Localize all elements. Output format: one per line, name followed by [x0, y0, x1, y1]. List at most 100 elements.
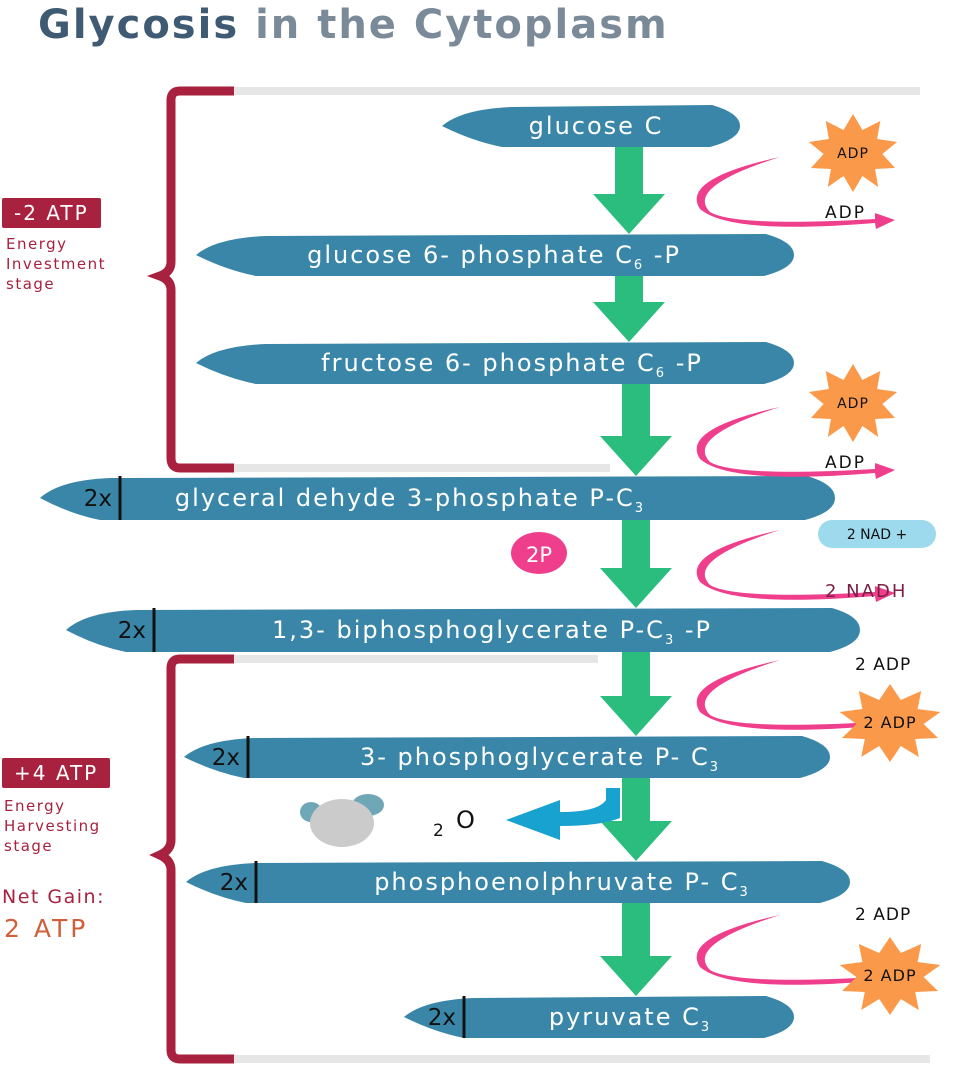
curved-arrow-icon — [696, 157, 895, 229]
burst-label: ADP — [837, 396, 869, 412]
water-molecule — [300, 794, 384, 847]
pill-label: glucose C — [529, 112, 664, 140]
down-arrow-icon — [600, 384, 672, 476]
investment-caption: Energy Investment stage — [6, 234, 106, 294]
adp-input-burst: ADP — [808, 364, 898, 442]
down-arrow-icon — [593, 276, 665, 342]
down-arrow-icon — [600, 903, 672, 996]
atp-output-burst-large: 2 ADP — [839, 937, 941, 1015]
pill-label-subscript: 3 — [710, 760, 720, 775]
caption-line: stage — [6, 275, 56, 293]
pill-label: fructose 6- phosphate C6 -P — [321, 349, 703, 381]
net-gain-value: 2 ATP — [4, 914, 89, 943]
caption-line: Investment — [6, 255, 106, 273]
pill-phosphoenolpyruvate: 2x phosphoenolphruvate P- C3 — [186, 861, 850, 903]
pill-shape — [66, 608, 860, 652]
pill-fructose-6-phosphate: fructose 6- phosphate C6 -P — [196, 342, 794, 384]
pill-label-subscript: 6 — [656, 366, 666, 381]
down-arrow-icon — [600, 520, 672, 608]
rail-top — [234, 87, 920, 95]
multiplier-label: 2x — [212, 745, 240, 771]
multiplier-label: 2x — [220, 870, 248, 896]
down-arrow-icon — [600, 652, 672, 736]
pill-shape — [196, 234, 794, 276]
harvesting-caption: Energy Harvesting stage — [4, 796, 101, 856]
caption-line: Energy — [6, 235, 68, 253]
pill-pyruvate: 2x pyruvate C3 — [404, 996, 794, 1038]
adp-input-label: 2 ADP — [855, 905, 911, 925]
rails — [234, 87, 930, 1063]
water-release-arrow-icon — [506, 788, 620, 840]
pill-label-subscript: 6 — [634, 258, 644, 273]
pill-label-main: glyceral dehyde 3-phosphate P-C — [175, 484, 635, 512]
pill-label-main: fructose 6- phosphate C — [321, 349, 656, 377]
phosphate-label: 2P — [526, 543, 552, 567]
water-subscript: 2 — [433, 821, 444, 841]
pill-shape — [40, 476, 835, 520]
pill-label: phosphoenolphruvate P- C3 — [374, 868, 750, 900]
curved-arrow-icon — [696, 407, 895, 479]
adp-input-burst: ADP — [808, 114, 898, 192]
adp-output-label: ADP — [825, 203, 866, 223]
pill-shape — [442, 105, 740, 147]
multiplier-label: 2x — [84, 486, 112, 512]
pill-glyceraldehyde-3-phosphate: 2x glyceral dehyde 3-phosphate P-C3 — [40, 476, 835, 520]
burst-label: 2 ADP — [863, 713, 916, 732]
investment-atp-badge: -2 ATP — [2, 198, 101, 228]
pill-label-suffix: -P — [644, 241, 681, 269]
caption-line: Harvesting — [4, 817, 101, 835]
caption-line: stage — [4, 837, 54, 855]
atp-output-burst-large: 2 ADP — [839, 684, 941, 762]
down-arrow-icon — [600, 778, 672, 861]
pill-shape — [184, 736, 830, 778]
pill-label-main: glucose 6- phosphate C — [307, 241, 634, 269]
caption-line: Energy — [4, 797, 66, 815]
pill-label-suffix: -P — [675, 616, 712, 644]
page-title: Glycosis in the Cytoplasm — [38, 2, 669, 48]
title-secondary: in the Cytoplasm — [255, 2, 669, 48]
investment-brace — [146, 86, 234, 473]
pill-label-main: phosphoenolphruvate P- C — [374, 868, 739, 896]
net-gain-label: Net Gain: — [2, 886, 105, 908]
pill-label-subscript: 3 — [665, 633, 675, 648]
pill-label-main: glucose C — [529, 112, 664, 140]
adp-input-label: 2 ADP — [855, 655, 911, 675]
down-arrow-icon — [593, 147, 665, 234]
pill-shape — [186, 861, 850, 903]
burst-label: ADP — [837, 146, 869, 162]
oxygen-atom-icon — [310, 799, 374, 847]
pill-label-main: 1,3- biphosphoglycerate P-C — [272, 616, 665, 644]
side-reactions: ADP ADP ADP ADP 2 NAD + 2 NADH 2P 2 ADP 2 ADP 2 A… — [300, 114, 941, 1015]
title-main: Glycosis — [38, 2, 240, 48]
nadh-output-label: 2 NADH — [825, 581, 907, 602]
pathway-arrows — [593, 147, 672, 996]
pill-label: glyceral dehyde 3-phosphate P-C3 — [175, 484, 645, 516]
pill-shape — [404, 996, 794, 1038]
pill-label-subscript: 3 — [701, 1020, 711, 1035]
pill-3-phosphoglycerate: 2x 3- phosphoglycerate P- C3 — [184, 736, 830, 778]
harvesting-brace — [149, 654, 234, 1064]
curved-arrow-icon — [696, 530, 895, 602]
pill-label-suffix: -P — [666, 349, 703, 377]
pill-label-main: 3- phosphoglycerate P- C — [360, 743, 710, 771]
pill-1-3-biphosphoglycerate: 2x 1,3- biphosphoglycerate P-C3 -P — [66, 608, 860, 652]
pill-glucose: glucose C — [442, 105, 740, 147]
burst-label: 2 ADP — [863, 966, 916, 985]
rail-mid2 — [234, 655, 598, 663]
multiplier-label: 2x — [118, 618, 146, 644]
adp-output-label: ADP — [825, 453, 866, 473]
rail-bottom — [234, 1055, 930, 1063]
pill-label-main: pyruvate C — [549, 1003, 701, 1031]
pill-label: 1,3- biphosphoglycerate P-C3 -P — [272, 616, 712, 648]
pill-shape — [196, 342, 794, 384]
nad-input-badge: 2 NAD + — [818, 520, 936, 548]
pill-label-subscript: 3 — [740, 885, 750, 900]
harvesting-atp-badge: +4 ATP — [2, 758, 111, 788]
pill-label: 3- phosphoglycerate P- C3 — [360, 743, 720, 775]
phosphate-badge: 2P — [511, 532, 567, 574]
pill-label-subscript: 3 — [635, 501, 645, 516]
pill-label: pyruvate C3 — [549, 1003, 711, 1035]
multiplier-label: 2x — [428, 1005, 456, 1031]
